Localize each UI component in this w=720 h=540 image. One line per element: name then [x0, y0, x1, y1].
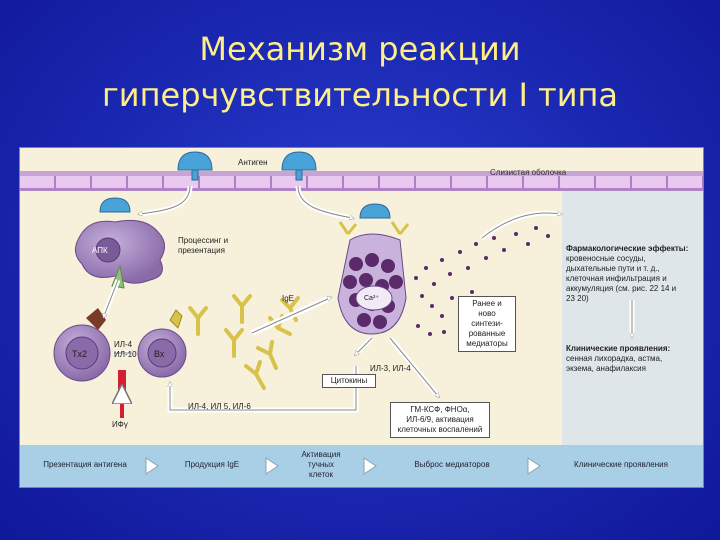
- processing-label: Процессинг и презентация: [178, 236, 229, 255]
- title-line-2: гиперчувствительности I типа: [101, 76, 619, 114]
- mucosa-epithelium: [20, 176, 703, 188]
- antigen-to-mast-arrow: [295, 185, 353, 221]
- mucosa-membrane: [20, 171, 703, 176]
- stage-mediator-release: Выброс медиаторов: [414, 460, 490, 469]
- mucosa-basement: [20, 188, 703, 191]
- gmcsf-box: ГМ-КСФ, ФНОα, ИЛ-6/9, активация клеточны…: [390, 402, 490, 438]
- hypersensitivity-diagram: Антиген Слизистая оболочка АПК Процессин…: [20, 148, 703, 487]
- stage-clinical-manifestations: Клинические проявления: [574, 460, 668, 469]
- mast-cell: [337, 203, 410, 335]
- antigen-icon: [177, 151, 213, 181]
- ige-antibodies: [188, 294, 300, 390]
- b-cell: [137, 309, 187, 378]
- ca-label: Ca²⁺: [364, 295, 379, 302]
- cytokines-box: Цитокины: [322, 374, 376, 388]
- cytokine-feedback-arrow: [170, 366, 357, 411]
- b-cell-label: Вх: [154, 349, 165, 359]
- antigen-icon: [281, 151, 317, 181]
- ige-label: IgE: [282, 294, 295, 303]
- stage-mast-activation: Активация тучных клеток: [301, 450, 341, 479]
- antigen-label: Антиген: [238, 158, 268, 167]
- ifn-label: ИФγ: [112, 420, 128, 429]
- stage-arrows: [145, 457, 541, 475]
- il3-il4-label: ИЛ-3, ИЛ-4: [370, 364, 411, 373]
- th2-label: Tх2: [72, 349, 88, 359]
- mucosa-label: Слизистая оболочка: [490, 168, 567, 177]
- stage-antigen-presentation: Презентация антигена: [43, 460, 127, 469]
- ige-to-mast-arrow: [251, 298, 330, 334]
- apc-label: АПК: [92, 246, 108, 255]
- clinical-text: Клинические проявления: сенная лихорадка…: [566, 344, 671, 373]
- mediators-box: Ранее и ново синтези- рованные медиаторы: [458, 296, 516, 352]
- slide-title: Механизм реакции гиперчувствительности I…: [0, 26, 720, 118]
- stage-ige-production: Продукция IgE: [184, 460, 240, 469]
- il4-il10-label: ИЛ-4 ИЛ-10: [114, 340, 137, 359]
- title-line-1: Механизм реакции: [199, 30, 521, 68]
- diagram-graphics: [53, 151, 635, 475]
- th2-cell: [53, 308, 111, 382]
- mediator-particles: [414, 226, 550, 336]
- apc-cell: [75, 197, 165, 289]
- il-feedback-label: ИЛ-4, ИЛ 5, ИЛ-6: [188, 402, 251, 411]
- pharm-effects-text: Фармакологические эффекты: кровеносные с…: [566, 244, 689, 303]
- stages-band: [20, 445, 703, 487]
- ifn-inhibition-bar: [118, 370, 126, 390]
